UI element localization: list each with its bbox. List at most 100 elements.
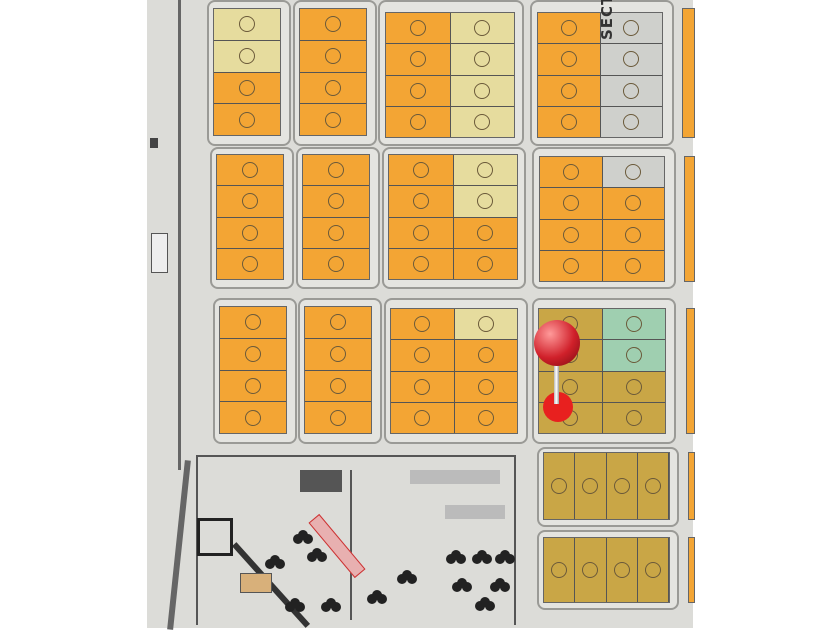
lot[interactable]: [386, 44, 450, 76]
lot[interactable]: [602, 402, 665, 433]
lot-column: [540, 157, 603, 281]
lot[interactable]: [303, 248, 369, 279]
lot[interactable]: [602, 250, 664, 281]
lot[interactable]: [450, 75, 514, 107]
lot-block[interactable]: [388, 154, 518, 280]
lot[interactable]: [220, 402, 286, 433]
lot[interactable]: [540, 188, 602, 220]
lot[interactable]: [602, 371, 665, 403]
lot-block[interactable]: [538, 308, 666, 434]
lot[interactable]: [600, 106, 662, 137]
lot[interactable]: [300, 72, 366, 105]
lot[interactable]: [453, 155, 517, 187]
lot-block[interactable]: [302, 154, 370, 280]
lot[interactable]: [389, 155, 453, 187]
lot[interactable]: [637, 453, 669, 519]
lot[interactable]: [454, 340, 517, 372]
lot[interactable]: [540, 157, 602, 189]
lot[interactable]: [544, 453, 576, 519]
lot[interactable]: [305, 402, 371, 433]
lot-block[interactable]: [543, 452, 670, 520]
lot[interactable]: [386, 75, 450, 107]
lot-block[interactable]: [385, 12, 515, 138]
lot-column: [305, 307, 371, 433]
lot[interactable]: [540, 250, 602, 281]
lot-block[interactable]: [543, 537, 670, 603]
lot[interactable]: [637, 538, 669, 602]
lot[interactable]: [602, 188, 664, 220]
lot-block[interactable]: [299, 8, 367, 136]
lot-block-partial[interactable]: [688, 452, 695, 520]
lot[interactable]: [220, 338, 286, 371]
lot[interactable]: [217, 155, 283, 187]
lot-column: [391, 309, 455, 433]
lot[interactable]: [305, 338, 371, 371]
lot[interactable]: [300, 9, 366, 41]
lot[interactable]: [538, 75, 600, 107]
lot[interactable]: [389, 217, 453, 249]
lot[interactable]: [214, 9, 280, 41]
lot[interactable]: [450, 44, 514, 76]
lot[interactable]: [217, 186, 283, 218]
lot[interactable]: [217, 248, 283, 279]
lot[interactable]: [575, 453, 607, 519]
lot[interactable]: [305, 370, 371, 403]
lot-block[interactable]: [219, 306, 287, 434]
lot[interactable]: [214, 40, 280, 73]
lot[interactable]: [600, 13, 662, 45]
lot[interactable]: [602, 340, 665, 372]
lot[interactable]: [303, 155, 369, 187]
lot[interactable]: [602, 309, 665, 341]
lot[interactable]: [454, 309, 517, 341]
lot-block-partial[interactable]: [688, 537, 695, 603]
lot[interactable]: [538, 13, 600, 45]
lot-block[interactable]: [539, 156, 665, 282]
lot-block-partial[interactable]: [684, 156, 695, 282]
lot[interactable]: [217, 217, 283, 249]
lot[interactable]: [220, 370, 286, 403]
lot[interactable]: [454, 402, 517, 433]
lot-block[interactable]: [213, 8, 281, 136]
lot[interactable]: [453, 248, 517, 279]
lot[interactable]: [450, 13, 514, 45]
lot[interactable]: [391, 340, 454, 372]
lot-block[interactable]: [216, 154, 284, 280]
lot[interactable]: [600, 44, 662, 76]
lot-column: [220, 307, 286, 433]
lot[interactable]: [540, 219, 602, 251]
lot[interactable]: [386, 106, 450, 137]
lot[interactable]: [214, 104, 280, 135]
lot[interactable]: [389, 186, 453, 218]
lot[interactable]: [544, 538, 576, 602]
lot[interactable]: [606, 538, 638, 602]
lot-block-partial[interactable]: [682, 8, 695, 138]
lot[interactable]: [606, 453, 638, 519]
lot[interactable]: [303, 217, 369, 249]
lot[interactable]: [538, 106, 600, 137]
lot[interactable]: [575, 538, 607, 602]
lot[interactable]: [450, 106, 514, 137]
lot[interactable]: [453, 217, 517, 249]
lot[interactable]: [300, 104, 366, 135]
lot[interactable]: [391, 402, 454, 433]
lot[interactable]: [602, 157, 664, 189]
lot[interactable]: [220, 307, 286, 339]
lot[interactable]: [602, 219, 664, 251]
lot-block[interactable]: [537, 12, 663, 138]
lot[interactable]: [600, 75, 662, 107]
lot[interactable]: [391, 309, 454, 341]
lot[interactable]: [538, 44, 600, 76]
lot[interactable]: [391, 371, 454, 403]
lot[interactable]: [305, 307, 371, 339]
lot-block-partial[interactable]: [686, 308, 695, 434]
lot[interactable]: [454, 371, 517, 403]
lot[interactable]: [386, 13, 450, 45]
map-pin-icon[interactable]: [534, 320, 580, 366]
lot-block[interactable]: [304, 306, 372, 434]
lot[interactable]: [389, 248, 453, 279]
lot[interactable]: [214, 72, 280, 105]
lot[interactable]: [303, 186, 369, 218]
lot[interactable]: [300, 40, 366, 73]
lot-block[interactable]: [390, 308, 518, 434]
lot[interactable]: [453, 186, 517, 218]
